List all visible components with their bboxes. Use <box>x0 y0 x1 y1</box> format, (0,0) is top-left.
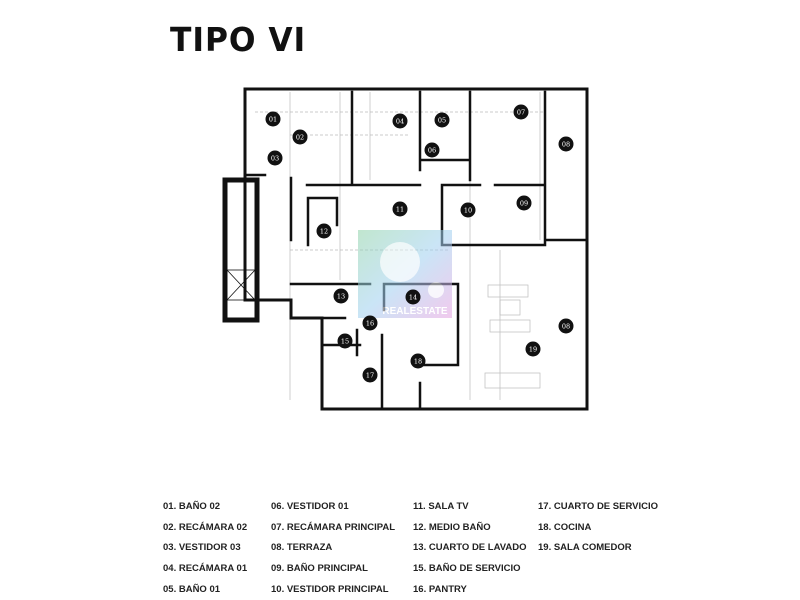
room-marker-01: 01 <box>265 111 281 127</box>
room-marker-09: 09 <box>516 195 532 211</box>
room-marker-15: 15 <box>337 333 353 349</box>
legend-item: 08. TERRAZA <box>271 542 333 554</box>
legend-item: 03. VESTIDOR 03 <box>163 542 241 554</box>
marker-label: 13 <box>337 293 345 301</box>
stair-core <box>222 177 260 323</box>
marker-label: 18 <box>414 358 422 366</box>
marker-label: 05 <box>438 117 446 125</box>
marker-dot <box>362 367 378 383</box>
room-marker-12: 12 <box>316 223 332 239</box>
room-marker-02: 02 <box>292 129 308 145</box>
legend-item: 01. BAÑO 02 <box>163 501 221 512</box>
legend-item: 19. SALA COMEDOR <box>538 542 632 554</box>
marker-dot <box>513 104 529 120</box>
room-marker-16: 16 <box>362 315 378 331</box>
room-marker-19: 19 <box>525 341 541 357</box>
marker-dot <box>316 223 332 239</box>
legend-item: 10. VESTIDOR PRINCIPAL <box>271 583 389 595</box>
marker-label: 19 <box>529 346 537 354</box>
legend-item: 17. CUARTO DE SERVICIO <box>538 501 659 512</box>
room-marker-06: 06 <box>424 142 440 158</box>
marker-label: 10 <box>464 207 472 215</box>
legend-item: 18. COCINA <box>538 521 592 533</box>
elevator <box>226 269 256 301</box>
marker-label: 14 <box>409 294 417 302</box>
legend-item: 06. VESTIDOR 01 <box>271 501 349 512</box>
legend-item: 12. MEDIO BAÑO <box>413 521 491 533</box>
room-marker-04: 04 <box>392 113 408 129</box>
marker-dot <box>265 111 281 127</box>
marker-dot <box>460 202 476 218</box>
marker-dot <box>410 353 426 369</box>
room-legend: 01. BAÑO 02 02. RECÁMARA 02 03. VESTIDOR… <box>163 497 763 597</box>
room-marker-08: 08 <box>558 136 574 152</box>
marker-label: 17 <box>366 372 374 380</box>
room-marker-18: 18 <box>410 353 426 369</box>
marker-label: 12 <box>320 228 328 236</box>
room-marker-05: 05 <box>434 112 450 128</box>
marker-dot <box>267 150 283 166</box>
legend-column-1: 01. BAÑO 02 02. RECÁMARA 02 03. VESTIDOR… <box>163 497 247 600</box>
room-markers: 01 02 03 04 05 06 07 08 08 09 10 11 12 13 14 15 16 17 18 19 <box>265 104 574 383</box>
marker-label: 15 <box>341 338 349 346</box>
marker-label: 03 <box>271 155 279 163</box>
room-marker-03: 03 <box>267 150 283 166</box>
room-marker-10: 10 <box>460 202 476 218</box>
legend-item: 13. CUARTO DE LAVADO <box>413 542 527 554</box>
legend-item: 15. BAÑO DE SERVICIO <box>413 563 521 575</box>
legend-column-3: 11. SALA TV 12. MEDIO BAÑO 13. CUARTO DE… <box>413 497 527 600</box>
legend-column-4: 17. CUARTO DE SERVICIO 18. COCINA 19. SA… <box>538 497 658 559</box>
room-marker-08: 08 <box>558 318 574 334</box>
marker-dot <box>333 288 349 304</box>
page-title: TIPO VI <box>170 20 307 59</box>
legend-item: 05. BAÑO 01 <box>163 583 221 595</box>
marker-label: 07 <box>517 109 525 117</box>
legend-item: 16. PANTRY <box>413 583 467 595</box>
marker-dot <box>337 333 353 349</box>
room-marker-14: 14 <box>405 289 421 305</box>
room-marker-11: 11 <box>392 201 408 217</box>
marker-dot <box>392 113 408 129</box>
marker-dot <box>558 318 574 334</box>
marker-label: 08 <box>562 323 570 331</box>
legend-item: 02. RECÁMARA 02 <box>163 521 248 533</box>
marker-dot <box>392 201 408 217</box>
room-marker-17: 17 <box>362 367 378 383</box>
watermark-logo: REALESTATE <box>358 230 452 318</box>
legend-item: 04. RECÁMARA 01 <box>163 563 248 575</box>
marker-dot <box>405 289 421 305</box>
marker-dot <box>424 142 440 158</box>
marker-label: 02 <box>296 134 304 142</box>
marker-label: 01 <box>269 116 277 124</box>
marker-label: 11 <box>396 206 404 214</box>
marker-dot <box>292 129 308 145</box>
room-marker-13: 13 <box>333 288 349 304</box>
marker-label: 04 <box>396 118 404 126</box>
marker-label: 06 <box>428 147 436 155</box>
marker-label: 08 <box>562 141 570 149</box>
legend-item: 11. SALA TV <box>413 501 469 512</box>
marker-dot <box>558 136 574 152</box>
room-marker-07: 07 <box>513 104 529 120</box>
marker-dot <box>516 195 532 211</box>
legend-item: 07. RECÁMARA PRINCIPAL <box>271 521 396 533</box>
marker-label: 16 <box>366 320 374 328</box>
legend-item: 09. BAÑO PRINCIPAL <box>271 563 368 575</box>
marker-dot <box>362 315 378 331</box>
legend-column-2: 06. VESTIDOR 01 07. RECÁMARA PRINCIPAL 0… <box>271 497 395 600</box>
marker-dot <box>434 112 450 128</box>
marker-label: 09 <box>520 200 528 208</box>
watermark-text: REALESTATE <box>382 306 448 317</box>
marker-dot <box>525 341 541 357</box>
